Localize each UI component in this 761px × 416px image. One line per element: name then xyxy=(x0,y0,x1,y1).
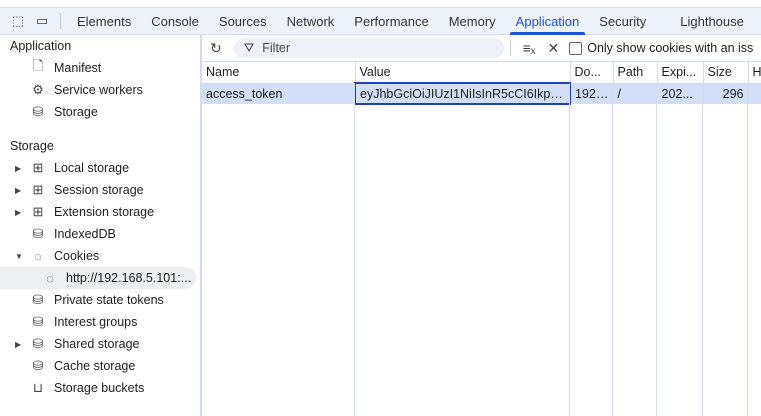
gridline xyxy=(747,83,748,416)
refresh-icon[interactable]: ↻ xyxy=(210,39,222,56)
cell-domain[interactable]: 192.... xyxy=(570,83,614,104)
cell-expires[interactable]: 202... xyxy=(657,83,704,104)
label: Shared storage xyxy=(54,337,140,351)
expand-arrow-icon[interactable]: ▶ xyxy=(15,185,22,195)
bucket-icon: ⊔ xyxy=(32,380,44,395)
label: Local storage xyxy=(54,161,130,175)
tab-network[interactable]: Network xyxy=(286,13,335,29)
application-heading: Application xyxy=(10,39,72,53)
storage-heading: Storage xyxy=(10,139,54,153)
label: Storage buckets xyxy=(54,381,145,395)
only-issues-checkbox[interactable] xyxy=(569,41,583,55)
expand-arrow-icon[interactable]: ▶ xyxy=(15,163,22,173)
label: Interest groups xyxy=(54,315,138,329)
filter-input[interactable]: ⛛ Filter xyxy=(233,38,504,58)
sidebar-item-shared-storage[interactable]: ▶ ⛁ Shared storage xyxy=(0,333,200,355)
label: Storage xyxy=(54,105,98,119)
tab-application[interactable]: Application xyxy=(506,8,590,35)
clear-all-icon[interactable]: ✕ xyxy=(547,39,560,56)
table-header: Name Value Do... Path Expi... Size Ht xyxy=(202,62,761,84)
filter-placeholder: Filter xyxy=(262,41,291,55)
clear-filtered-icon[interactable]: ≡ₓ xyxy=(522,40,536,56)
database-icon: ⛁ xyxy=(32,104,44,119)
database-icon: ⛁ xyxy=(32,336,44,351)
table-row[interactable]: access_token eyJhbGciOiJIUzI1NiIsInR5cCI… xyxy=(202,82,761,105)
column-size[interactable]: Size xyxy=(703,62,749,84)
expand-arrow-icon[interactable]: ▶ xyxy=(15,339,22,349)
tab-lighthouse[interactable]: Lighthouse xyxy=(680,13,744,29)
table-icon: ⊞ xyxy=(32,204,44,219)
cookie-icon: ◌ xyxy=(46,270,54,286)
cookies-toolbar: ↻ ⛛ Filter ≡ₓ ✕ Only show cookies with an… xyxy=(202,35,761,62)
sidebar-item-indexeddb[interactable]: ⛁ IndexedDB xyxy=(0,223,200,245)
label: Extension storage xyxy=(54,205,155,219)
sidebar-item-local-storage[interactable]: ▶ ⊞ Local storage xyxy=(0,157,200,179)
tab-elements[interactable]: Elements xyxy=(77,13,132,29)
cookie-icon: ◌ xyxy=(34,248,42,264)
cell-value[interactable]: eyJhbGciOiJIUzI1NiIsInR5cCI6IkpXVC xyxy=(354,82,571,105)
tab-memory[interactable]: Memory xyxy=(448,13,496,29)
filter-icon: ⛛ xyxy=(243,40,255,55)
gridline xyxy=(612,83,613,416)
column-path[interactable]: Path xyxy=(613,62,658,84)
sidebar-item-cookies[interactable]: ▼ ◌ Cookies xyxy=(0,245,200,267)
label: Service workers xyxy=(54,83,143,97)
database-icon: ⛁ xyxy=(32,314,44,329)
cell-httponly[interactable] xyxy=(748,83,761,104)
column-gridlines xyxy=(202,83,761,416)
devtools-tab-bar: ⬚ ▭ Elements Console Sources Network Per… xyxy=(0,8,761,35)
divider xyxy=(60,13,61,29)
cookies-panel: ↻ ⛛ Filter ≡ₓ ✕ Only show cookies with an… xyxy=(202,35,761,416)
column-name[interactable]: Name xyxy=(202,62,356,84)
sidebar-item-interest-groups[interactable]: ⛁ Interest groups xyxy=(0,311,200,333)
table-icon: ⊞ xyxy=(32,182,44,197)
sidebar-item-storage-buckets[interactable]: ⊔ Storage buckets xyxy=(0,377,200,399)
document-icon: 🗋 xyxy=(32,58,44,73)
table-icon: ⊞ xyxy=(32,160,44,175)
sidebar-item-cookie-origin[interactable]: ◌ http://192.168.5.101:... xyxy=(0,267,196,289)
tab-security[interactable]: Security xyxy=(599,13,647,29)
label: Session storage xyxy=(54,183,144,197)
gears-icon: ⚙ xyxy=(32,82,44,97)
expand-arrow-icon[interactable]: ▶ xyxy=(15,207,22,217)
gridline xyxy=(702,83,703,416)
column-expires[interactable]: Expi... xyxy=(657,62,704,84)
sidebar-item-extension-storage[interactable]: ▶ ⊞ Extension storage xyxy=(0,201,200,223)
database-icon: ⛁ xyxy=(32,292,44,307)
window-top xyxy=(0,0,761,8)
tab-sources[interactable]: Sources xyxy=(218,13,267,29)
cell-path[interactable]: / xyxy=(613,83,658,104)
gridline xyxy=(354,83,355,416)
gridline xyxy=(569,83,570,416)
database-icon: ⛁ xyxy=(32,358,44,373)
tab-console[interactable]: Console xyxy=(151,13,199,29)
device-toolbar-icon[interactable]: ▭ xyxy=(35,13,49,28)
sidebar-item-manifest[interactable]: 🗋 Manifest xyxy=(0,57,200,79)
column-domain[interactable]: Do... xyxy=(570,62,614,84)
divider xyxy=(509,40,511,56)
sidebar-item-service-workers[interactable]: ⚙ Service workers xyxy=(0,79,200,101)
inspect-element-icon[interactable]: ⬚ xyxy=(11,13,25,28)
sidebar-item-storage[interactable]: ⛁ Storage xyxy=(0,101,200,123)
label: Cache storage xyxy=(54,359,136,373)
column-value[interactable]: Value xyxy=(355,62,571,84)
label: IndexedDB xyxy=(54,227,116,241)
gridline xyxy=(656,83,657,416)
only-issues-label: Only show cookies with an iss xyxy=(587,41,754,55)
cell-name[interactable]: access_token xyxy=(202,83,356,104)
cookies-table: Name Value Do... Path Expi... Size Ht ac… xyxy=(202,62,761,105)
label: Cookies xyxy=(54,249,100,263)
tab-performance[interactable]: Performance xyxy=(354,13,429,29)
database-icon: ⛁ xyxy=(32,226,44,241)
sidebar: Application 🗋 Manifest ⚙ Service workers ⛁… xyxy=(0,35,202,416)
label: Manifest xyxy=(54,61,102,75)
label: Private state tokens xyxy=(54,293,164,307)
collapse-arrow-icon[interactable]: ▼ xyxy=(15,251,23,261)
sidebar-item-cache-storage[interactable]: ⛁ Cache storage xyxy=(0,355,200,377)
sidebar-item-private-state-tokens[interactable]: ⛁ Private state tokens xyxy=(0,289,200,311)
sidebar-item-session-storage[interactable]: ▶ ⊞ Session storage xyxy=(0,179,200,201)
column-httponly[interactable]: Ht xyxy=(748,62,761,84)
cell-size[interactable]: 296 xyxy=(703,83,749,104)
label: http://192.168.5.101:... xyxy=(66,271,192,285)
